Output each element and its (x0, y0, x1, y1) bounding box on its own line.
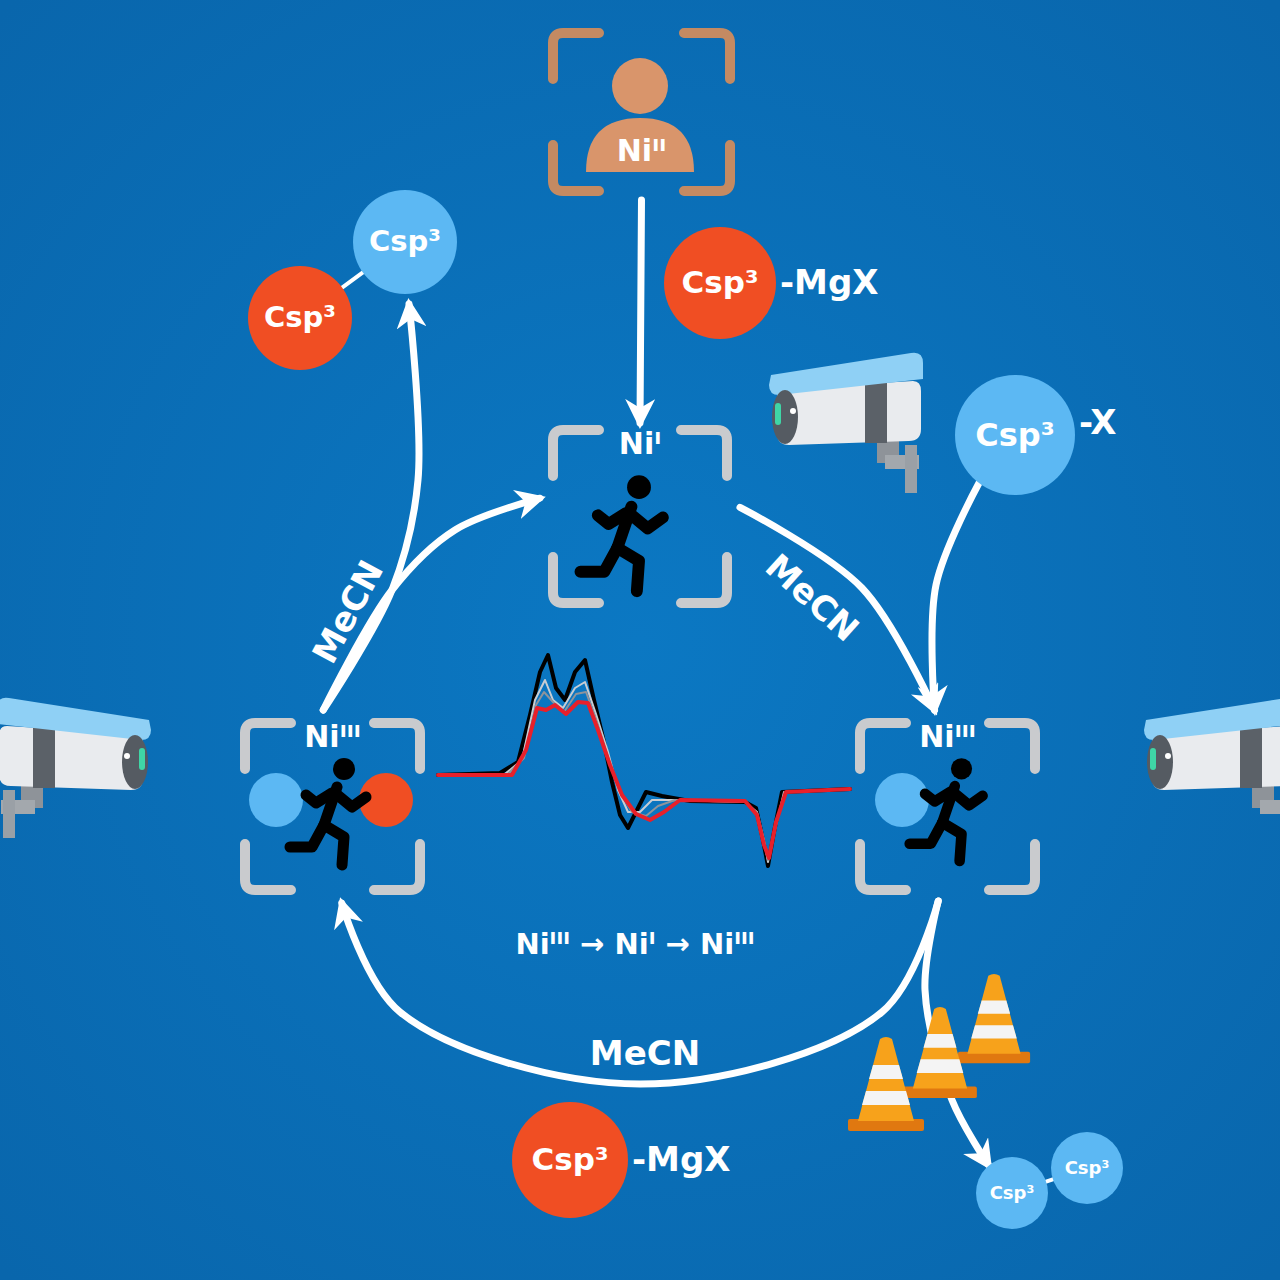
group-label: -X (1079, 403, 1117, 442)
group-label: -MgX (632, 1140, 731, 1179)
node-label: Niᴵᴵ (548, 134, 735, 169)
circle-shape (248, 266, 352, 370)
spectrum-trace (438, 680, 850, 862)
reagent-circle: Csp³-MgX (664, 227, 776, 339)
circle-shape (664, 227, 776, 339)
ni-box: Niᴵᴵᴵ (855, 718, 1040, 895)
traffic-cone (903, 1007, 977, 1098)
molecule-circle: Csp³ (353, 190, 457, 294)
flow-arrow (640, 200, 642, 423)
bond-line (1046, 1179, 1053, 1181)
runner-figure (910, 758, 983, 861)
node-label: Niᴵᴵᴵ (855, 720, 1040, 755)
circle-shape (1051, 1132, 1123, 1204)
flow-arrow (925, 901, 989, 1166)
corner-frame (548, 28, 735, 196)
ni-box: Niᴵ (548, 425, 732, 608)
edge-label: MeCN (758, 547, 866, 650)
node-label: Csp³ (512, 1142, 628, 1178)
flow-arrow (932, 483, 979, 710)
flow-arrow (342, 901, 939, 1084)
molecule-circle: Csp³ (248, 266, 352, 370)
node-label: Niᴵ (548, 427, 732, 462)
reagent-circle: Csp³-X (955, 375, 1075, 495)
traffic-cone (848, 1037, 924, 1131)
scheme-label: Niᴵᴵᴵ → Niᴵ → Niᴵᴵᴵ (515, 928, 754, 961)
camera-icon (1144, 698, 1280, 838)
node-label: Csp³ (976, 1183, 1048, 1204)
spectrum-trace (438, 655, 850, 866)
node-label: Csp³ (955, 417, 1075, 454)
camera-icon (0, 698, 151, 838)
circle-shape (976, 1157, 1048, 1229)
bond-line (342, 272, 363, 287)
epr-spectrum (438, 655, 850, 866)
node-label: Csp³ (664, 265, 776, 301)
person-head (612, 58, 668, 114)
runner-figure (290, 758, 366, 865)
node-label: Csp³ (353, 225, 457, 258)
runner-figure (581, 475, 663, 591)
reagent-circle: Csp³-MgX (512, 1102, 628, 1218)
spectrum-trace (438, 702, 850, 858)
molecule-circle: Csp³ (1051, 1132, 1123, 1204)
edge-label: MeCN (590, 1034, 700, 1073)
traffic-cone (958, 974, 1030, 1063)
circle-shape (955, 375, 1075, 495)
flow-arrow (740, 507, 935, 710)
spectrum-trace (438, 692, 850, 860)
edge-label: MeCN (305, 554, 391, 670)
node-label: Niᴵᴵᴵ (240, 720, 425, 755)
group-label: -MgX (780, 263, 879, 302)
node-label: Csp³ (1051, 1158, 1123, 1179)
molecule-circle: Csp³ (976, 1157, 1048, 1229)
node-label: Csp³ (248, 301, 352, 334)
fragment-circle (875, 773, 929, 827)
ni-box: Niᴵᴵ (548, 28, 735, 196)
circle-shape (353, 190, 457, 294)
circle-shape (512, 1102, 628, 1218)
ni-box: Niᴵᴵᴵ (240, 718, 425, 895)
fragment-circle (249, 773, 303, 827)
camera-icon (769, 353, 923, 493)
